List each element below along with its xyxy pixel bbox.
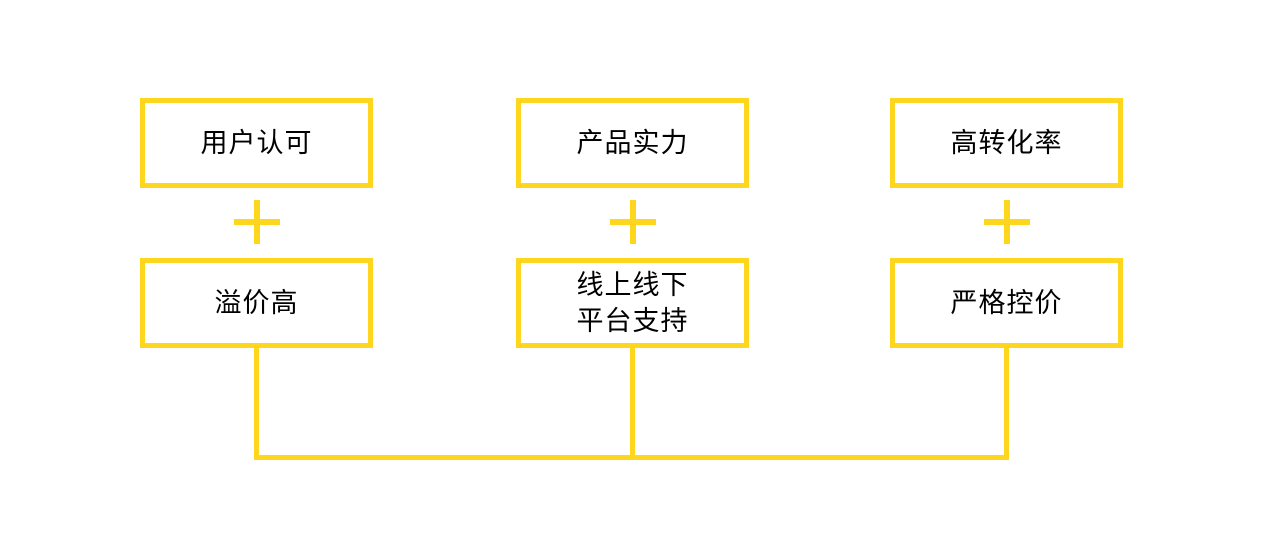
connector-horizontal-rail — [254, 455, 1009, 460]
diagram-column-user-recognition: 用户认可 溢价高 — [140, 0, 373, 556]
plus-icon — [609, 200, 656, 244]
box-high-premium-label: 溢价高 — [214, 288, 299, 318]
box-product-strength: 产品实力 — [516, 98, 749, 188]
plus-icon — [983, 200, 1030, 244]
box-strict-price-control: 严格控价 — [890, 258, 1123, 348]
box-platform-support: 线上线下 平台支持 — [516, 258, 749, 348]
box-high-premium: 溢价高 — [140, 258, 373, 348]
box-platform-support-label: 线上线下 平台支持 — [576, 270, 689, 336]
box-high-conversion-label: 高转化率 — [950, 128, 1063, 158]
diagram-column-high-conversion: 高转化率 严格控价 — [890, 0, 1123, 556]
diagram-column-product-strength: 产品实力 线上线下 平台支持 — [516, 0, 749, 556]
box-strict-price-control-label: 严格控价 — [950, 288, 1063, 318]
box-user-recognition-label: 用户认可 — [200, 128, 313, 158]
plus-icon — [233, 200, 280, 244]
connector-vertical-left — [254, 348, 259, 460]
box-user-recognition: 用户认可 — [140, 98, 373, 188]
box-high-conversion: 高转化率 — [890, 98, 1123, 188]
connector-vertical-middle — [630, 348, 635, 460]
connector-vertical-right — [1004, 348, 1009, 460]
box-product-strength-label: 产品实力 — [576, 128, 689, 158]
